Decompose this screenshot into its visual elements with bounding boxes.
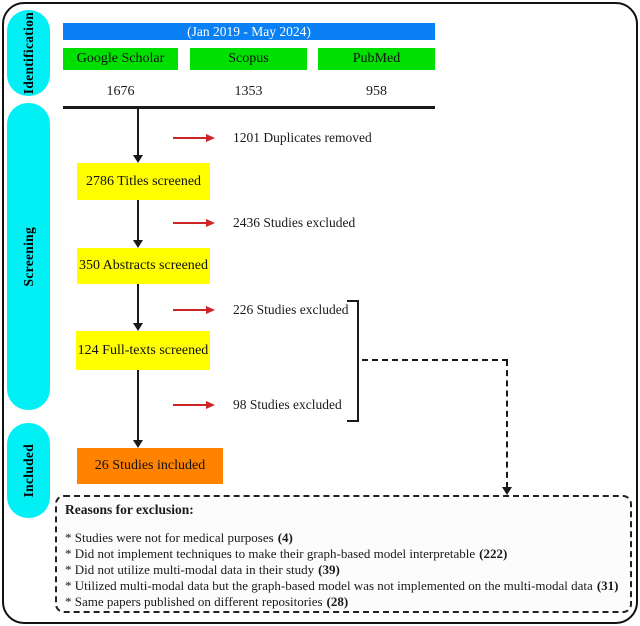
reason-item-medical: * Studies were not for medical purposes(… — [65, 530, 293, 545]
reason-count-graph-multimodal: (31) — [596, 578, 619, 593]
stage-pill-screening: Screening — [7, 103, 50, 410]
exclusion-bracket-line — [357, 300, 359, 422]
stage-label-screening: Screening — [20, 226, 36, 287]
dashed-connector-vertical — [506, 360, 508, 488]
down-arrow-head-1 — [132, 155, 143, 163]
red-arrow-head-2 — [206, 218, 215, 227]
reason-item-graph-multimodal: * Utilized multi-modal data but the grap… — [65, 578, 619, 593]
red-arrow-line-3 — [173, 309, 207, 311]
down-arrow-head-2 — [132, 240, 143, 248]
source-box-scopus: Scopus — [190, 48, 307, 70]
stage-pill-identification: Identification — [7, 10, 50, 96]
reasons-list: * Studies were not for medical purposes(… — [65, 530, 622, 610]
red-arrow-head-4 — [206, 400, 215, 409]
source-box-google-scholar: Google Scholar — [63, 48, 178, 70]
stage-label-identification: Identification — [20, 11, 36, 95]
titles-screened-box: 2786 Titles screened — [77, 163, 210, 200]
down-arrow-line-2 — [136, 200, 139, 240]
dashed-connector-horizontal — [362, 359, 508, 361]
exclusion-bracket-cap-bottom — [347, 420, 359, 422]
down-arrow-head-3 — [132, 323, 143, 331]
reason-item-same-papers: * Same papers published on different rep… — [65, 594, 349, 609]
source-box-pubmed: PubMed — [318, 48, 435, 70]
red-arrow-head-1 — [206, 133, 215, 142]
dashed-connector-arrow-head — [502, 487, 512, 495]
stage-pill-included: Included — [7, 423, 50, 518]
exclusion-label-abstracts: 226 Studies excluded — [233, 302, 349, 317]
exclusion-label-duplicates: 1201 Duplicates removed — [233, 130, 372, 145]
abstracts-screened-box: 350 Abstracts screened — [77, 248, 210, 284]
reasons-title: Reasons for exclusion: — [65, 502, 194, 517]
fulltexts-screened-box: 124 Full-texts screened — [76, 331, 210, 370]
red-arrow-line-1 — [173, 137, 207, 139]
stage-label-included: Included — [20, 443, 36, 498]
down-arrow-line-4 — [136, 370, 139, 440]
reason-count-medical: (4) — [277, 530, 293, 545]
sources-merge-line — [63, 106, 435, 109]
red-arrow-line-2 — [173, 222, 207, 224]
reasons-for-exclusion-box: Reasons for exclusion: * Studies were no… — [55, 495, 632, 613]
red-arrow-head-3 — [206, 305, 215, 314]
down-arrow-head-4 — [132, 440, 143, 448]
reason-count-same-papers: (28) — [326, 594, 349, 609]
down-arrow-line-3 — [136, 284, 139, 323]
reason-item-interpretable: * Did not implement techniques to make t… — [65, 546, 508, 561]
source-count-google-scholar: 1676 — [106, 84, 135, 99]
source-count-pubmed: 958 — [366, 84, 387, 99]
source-count-scopus: 1353 — [234, 84, 263, 99]
exclusion-label-titles: 2436 Studies excluded — [233, 215, 356, 230]
reason-count-interpretable: (222) — [479, 546, 508, 561]
reason-item-multimodal: * Did not utilize multi-modal data in th… — [65, 562, 340, 577]
down-arrow-line-1 — [136, 108, 139, 155]
studies-included-box: 26 Studies included — [77, 448, 223, 484]
exclusion-bracket-cap-top — [347, 300, 359, 302]
date-range-bar: (Jan 2019 - May 2024) — [63, 23, 435, 40]
red-arrow-line-4 — [173, 404, 207, 406]
reason-count-multimodal: (39) — [318, 562, 340, 577]
exclusion-label-fulltexts: 98 Studies excluded — [233, 397, 342, 412]
